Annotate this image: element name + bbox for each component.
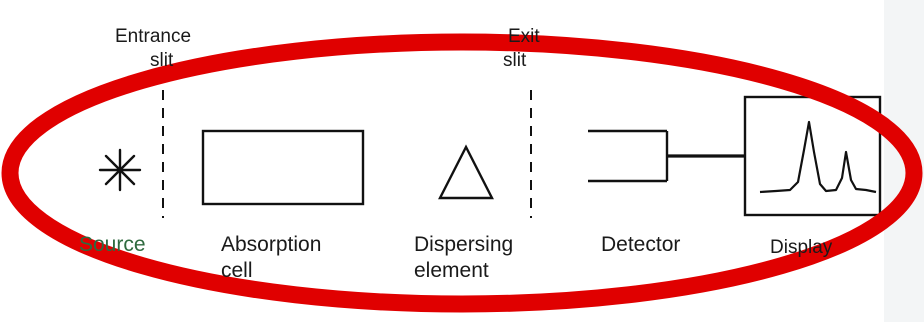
exit-slit-label-line2: slit	[503, 50, 527, 71]
entrance-slit-label-line2: slit	[150, 50, 174, 71]
absorption-cell-label-line1: Absorption	[221, 233, 322, 256]
entrance-slit-label-line1: Entrance	[115, 26, 192, 47]
highlight-ellipse	[1, 33, 923, 313]
source-label: Source	[79, 233, 146, 256]
prism-triangle-icon	[438, 144, 494, 200]
absorption-cell-label-line2: cell	[221, 259, 253, 282]
absorption-cell-box	[201, 129, 365, 206]
detector-shape	[588, 129, 669, 183]
starburst-icon	[98, 148, 142, 192]
exit-slit-label-line1: Exit	[508, 26, 540, 47]
dispersing-element-label-line1: Dispersing	[414, 233, 514, 256]
spectrum-peaks-icon	[759, 120, 877, 194]
detector-label: Detector	[601, 233, 681, 256]
display-label: Display	[770, 237, 833, 258]
dispersing-element-label-line2: element	[414, 259, 489, 282]
